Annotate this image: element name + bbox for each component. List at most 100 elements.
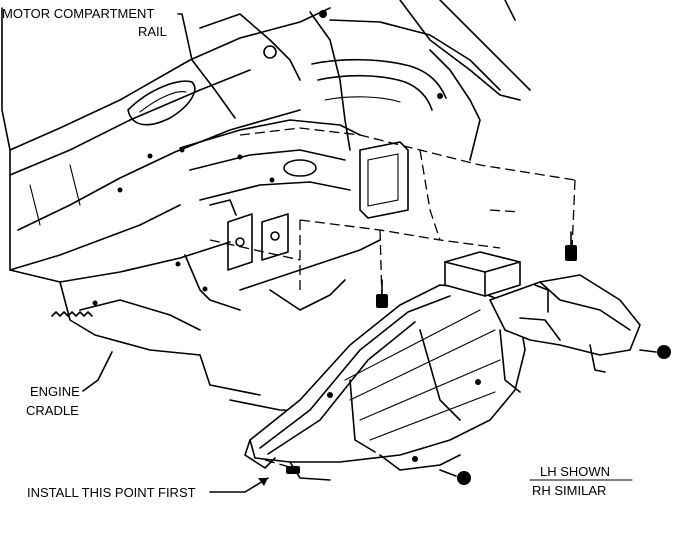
rail-bottom-edge bbox=[9, 204, 181, 271]
cm-dot-1 bbox=[237, 154, 243, 160]
rail-oval-inner bbox=[139, 91, 187, 113]
rail-mid-edge bbox=[9, 69, 251, 176]
horn-arm bbox=[489, 274, 641, 356]
clip-far-right bbox=[639, 345, 671, 359]
duct-box bbox=[444, 251, 521, 297]
wheelhouse-arc-inner bbox=[317, 74, 433, 111]
cm-dot-2 bbox=[269, 177, 275, 183]
cradle-inner-edge bbox=[79, 299, 201, 331]
dash-small bbox=[489, 209, 521, 213]
strut-tower-top bbox=[329, 19, 501, 91]
label-rh-similar: RH SIMILAR bbox=[532, 483, 606, 498]
label-motor-compartment: MOTOR COMPARTMENT bbox=[2, 6, 154, 21]
shield-rib-3 bbox=[369, 391, 496, 441]
label-rail: RAIL bbox=[138, 24, 167, 39]
fender-edge-2 bbox=[439, 0, 531, 91]
dash-diag bbox=[419, 149, 441, 241]
cross-member-bot bbox=[199, 181, 351, 201]
strut-tower-front bbox=[309, 11, 351, 151]
cradle-front-edge bbox=[59, 241, 231, 283]
shield-bottom-flange bbox=[379, 454, 461, 471]
horn-arm-tab bbox=[534, 284, 549, 313]
fender-inner-edge bbox=[429, 49, 481, 161]
shield-inner-lip bbox=[267, 321, 416, 455]
dash-right-vertical bbox=[571, 179, 576, 251]
rail-rib-1 bbox=[29, 184, 41, 226]
cradle-left-side bbox=[59, 281, 201, 356]
mount-tab-left bbox=[244, 439, 276, 469]
rail-dot-2 bbox=[117, 187, 123, 193]
shield-fold bbox=[419, 329, 461, 421]
shield-dot-2 bbox=[475, 379, 481, 385]
shield-dot-3 bbox=[412, 456, 418, 462]
clip-upper-center bbox=[376, 279, 388, 308]
rail-rib-2 bbox=[69, 164, 81, 206]
horn-arm-fold bbox=[519, 317, 561, 341]
cross-member-mid bbox=[189, 149, 346, 171]
dash-center-vertical bbox=[379, 229, 383, 301]
cross-member-top bbox=[179, 119, 361, 149]
rail-top-edge bbox=[9, 7, 331, 151]
horn-arm-foot bbox=[589, 344, 606, 373]
bracket-left bbox=[227, 213, 253, 271]
leader-lines bbox=[82, 13, 269, 493]
dash-mid bbox=[299, 219, 501, 249]
splash-shield bbox=[244, 251, 641, 481]
cradle-rib bbox=[184, 254, 241, 311]
bracket-right-hole bbox=[270, 231, 280, 241]
cradle-front-lip bbox=[199, 354, 261, 396]
horn-arm-edge bbox=[539, 281, 631, 331]
rail-dot-1 bbox=[147, 153, 153, 159]
fender-top-stub bbox=[504, 0, 516, 21]
leader-install-point bbox=[209, 477, 269, 493]
label-lh-shown: LH SHOWN bbox=[540, 464, 610, 479]
cradle-dot-2 bbox=[202, 286, 208, 292]
dash-upper bbox=[239, 127, 576, 181]
fender-fastener bbox=[437, 93, 443, 99]
left-edge bbox=[1, 7, 11, 271]
bracket-right bbox=[261, 213, 289, 261]
shield-top-lip bbox=[259, 295, 451, 449]
hidden-lines bbox=[209, 127, 576, 471]
label-engine: ENGINE bbox=[30, 384, 80, 399]
shield-pocket bbox=[349, 379, 376, 453]
box-bracket bbox=[359, 141, 409, 219]
wheelhouse-arc-outer bbox=[311, 58, 447, 99]
cradle-serrated-edge bbox=[51, 311, 93, 317]
cradle-rear-edge bbox=[239, 239, 381, 291]
install-arrowhead bbox=[258, 478, 268, 486]
shield-side-edge bbox=[499, 329, 521, 393]
label-install-point: INSTALL THIS POINT FIRST bbox=[27, 485, 196, 500]
rail-dot-3 bbox=[179, 147, 185, 153]
rail-oval-hole bbox=[127, 80, 196, 126]
shield-body bbox=[249, 284, 526, 463]
fender-edge-1 bbox=[399, 0, 521, 101]
labels: MOTOR COMPARTMENT RAIL ENGINE CRADLE INS… bbox=[2, 6, 633, 500]
label-cradle: CRADLE bbox=[26, 403, 79, 418]
shield-rib-1 bbox=[349, 329, 496, 401]
wheelhouse-rib bbox=[324, 96, 401, 103]
shield-rib-4 bbox=[344, 309, 481, 381]
fasteners bbox=[286, 231, 671, 485]
cradle-dot-1 bbox=[92, 300, 98, 306]
cradle-dot-3 bbox=[175, 261, 181, 267]
apron-bolt bbox=[263, 45, 277, 59]
dash-low bbox=[209, 239, 301, 261]
clip-bottom-left bbox=[286, 466, 300, 474]
box-bracket-inner bbox=[367, 153, 399, 207]
bracket-flange bbox=[209, 199, 237, 216]
shield-rib-2 bbox=[359, 359, 501, 421]
apron-top bbox=[199, 13, 301, 81]
clip-bottom-center bbox=[439, 469, 471, 485]
leader-engine-cradle bbox=[82, 351, 113, 392]
clip-upper-right bbox=[565, 231, 577, 261]
rail-lower-edge bbox=[17, 109, 301, 231]
cross-member-hole bbox=[283, 159, 317, 177]
cradle-join bbox=[9, 269, 61, 283]
body-structure bbox=[1, 0, 531, 271]
leader-motor-rail bbox=[177, 13, 236, 119]
cradle-notch bbox=[269, 279, 346, 311]
bracket-left-hole bbox=[235, 237, 245, 247]
